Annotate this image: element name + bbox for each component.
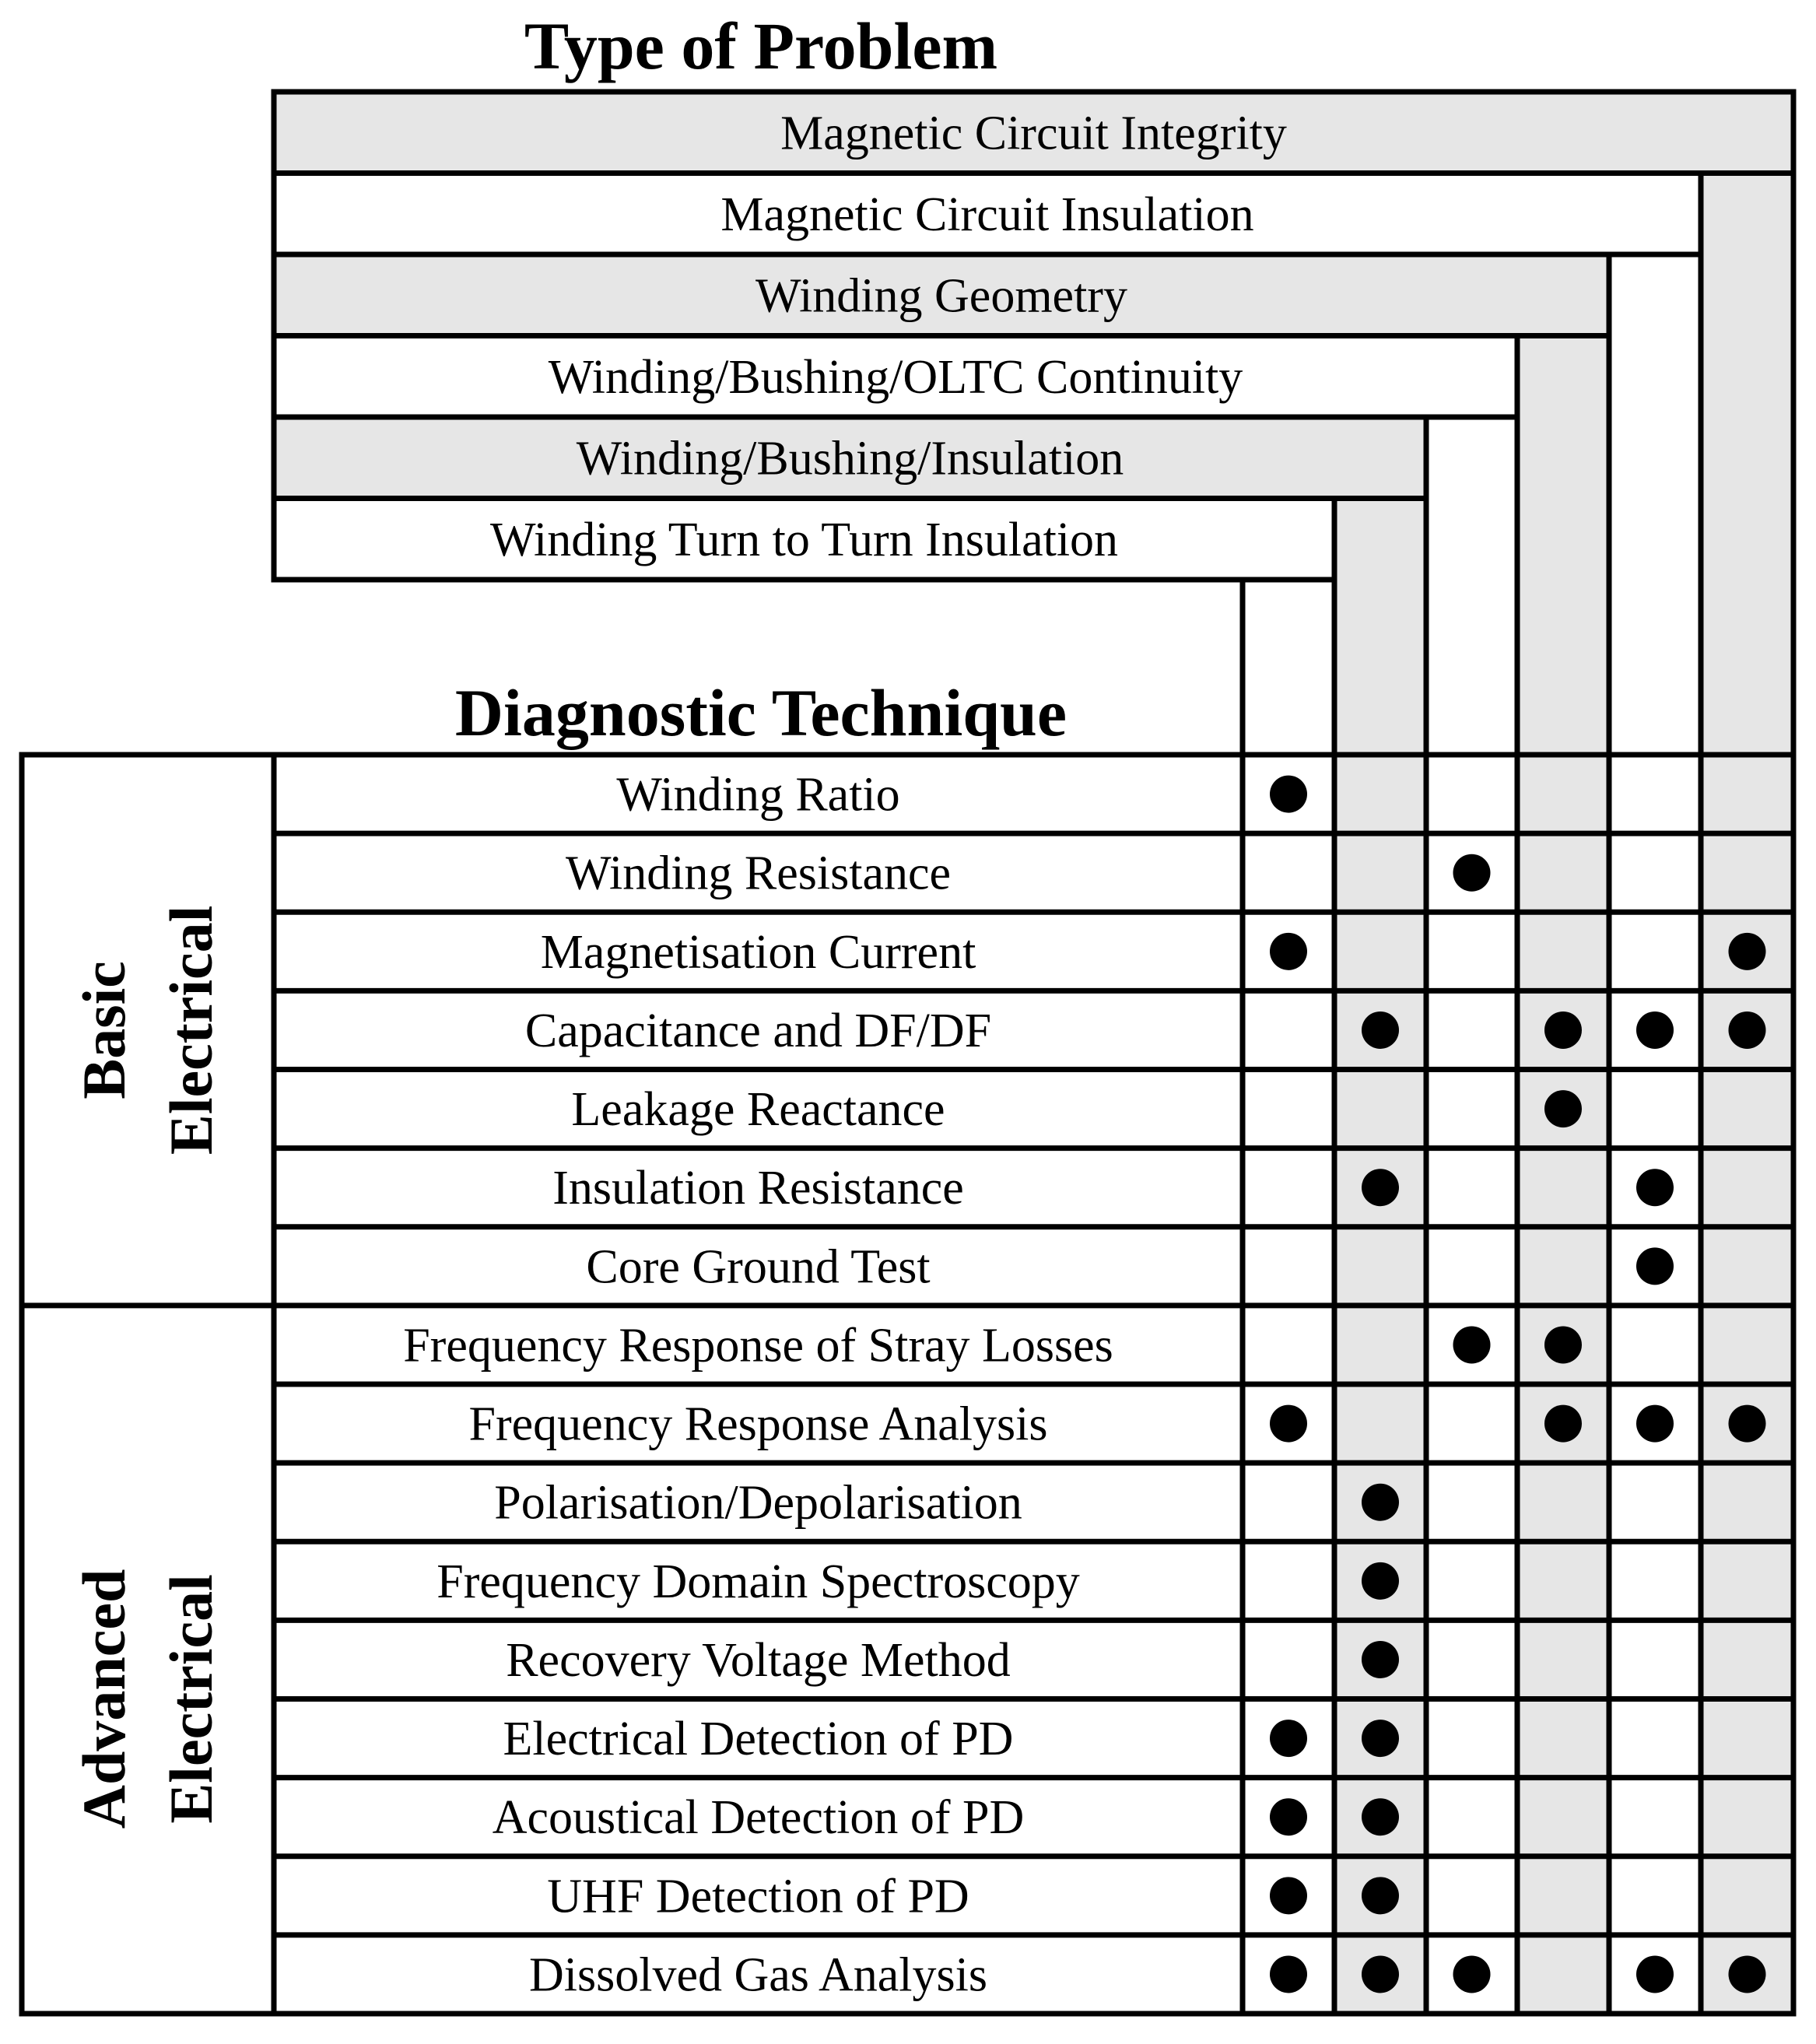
group-label-line: Electrical	[157, 1574, 225, 1824]
mark-dot	[1362, 1562, 1399, 1600]
mark-dot	[1636, 1247, 1674, 1285]
mark-dot	[1544, 1011, 1582, 1049]
header-band-shade	[274, 254, 1609, 336]
mark-dot	[1362, 1798, 1399, 1836]
mark-dot	[1544, 1404, 1582, 1443]
mark-dot	[1270, 1798, 1307, 1836]
mark-dot	[1362, 1483, 1399, 1521]
mark-dot	[1270, 1955, 1307, 1993]
mark-dot	[1636, 1955, 1674, 1993]
mark-dot	[1362, 1640, 1399, 1678]
technique-label: Leakage Reactance	[571, 1083, 945, 1136]
problem-label: Winding Turn to Turn Insulation	[490, 514, 1118, 566]
technique-label: Dissolved Gas Analysis	[529, 1948, 987, 2001]
group-label-line: Advanced	[70, 1569, 138, 1829]
technique-label: Electrical Detection of PD	[503, 1713, 1014, 1765]
mark-dot	[1362, 1955, 1399, 1993]
technique-label: Insulation Resistance	[552, 1162, 964, 1215]
technique-label: Core Ground Test	[586, 1240, 930, 1293]
mark-dot	[1728, 1404, 1766, 1443]
mark-dot	[1362, 1720, 1399, 1758]
group-label-line: Basic	[70, 961, 138, 1099]
technique-label: Polarisation/Depolarisation	[494, 1477, 1022, 1530]
column-shade	[1517, 254, 1609, 2014]
mark-dot	[1362, 1011, 1399, 1049]
mark-dot	[1636, 1404, 1674, 1443]
technique-label: Capacitance and DF/DF	[525, 1004, 991, 1057]
technique-label: Winding Ratio	[616, 769, 899, 822]
mark-dot	[1453, 1955, 1491, 1993]
technique-label: Recovery Voltage Method	[506, 1634, 1011, 1687]
mark-dot	[1453, 854, 1491, 892]
mark-dot	[1362, 1169, 1399, 1207]
mark-dot	[1270, 775, 1307, 813]
mark-dot	[1636, 1169, 1674, 1207]
diagnostic-technique-title: Diagnostic Technique	[455, 675, 1067, 750]
technique-label: UHF Detection of PD	[547, 1870, 969, 1923]
mark-dot	[1728, 1011, 1766, 1049]
problem-label: Magnetic Circuit Integrity	[780, 107, 1287, 160]
problem-label: Magnetic Circuit Insulation	[720, 188, 1253, 241]
mark-dot	[1270, 1404, 1307, 1443]
mark-dot	[1453, 1326, 1491, 1364]
technique-label: Acoustical Detection of PD	[493, 1791, 1025, 1844]
column-shade	[1334, 417, 1426, 2014]
technique-label: Frequency Response of Stray Losses	[403, 1319, 1113, 1372]
mark-dot	[1270, 1877, 1307, 1915]
mark-dot	[1270, 932, 1307, 970]
group-label-line: Electrical	[157, 906, 225, 1155]
mark-dot	[1270, 1720, 1307, 1758]
header-band-shade	[274, 92, 1793, 174]
group-label: Basic Electrical	[70, 906, 225, 1155]
problem-label: Winding Geometry	[755, 269, 1127, 322]
mark-dot	[1544, 1326, 1582, 1364]
type-of-problem-title: Type of Problem	[524, 9, 997, 83]
technique-label: Magnetisation Current	[541, 926, 976, 979]
mark-dot	[1362, 1877, 1399, 1915]
problem-label: Winding/Bushing/Insulation	[577, 432, 1124, 485]
mark-dot	[1728, 1955, 1766, 1993]
technique-label: Frequency Domain Spectroscopy	[436, 1555, 1079, 1608]
problem-label: Winding/Bushing/OLTC Continuity	[549, 351, 1243, 404]
column-shade	[1701, 173, 1793, 2014]
group-label: Advanced Electrical	[70, 1569, 225, 1829]
header-band-shade	[274, 417, 1426, 499]
technique-label: Frequency Response Analysis	[469, 1398, 1048, 1451]
mark-dot	[1728, 932, 1766, 970]
mark-dot	[1544, 1090, 1582, 1128]
technique-label: Winding Resistance	[566, 847, 951, 900]
mark-dot	[1636, 1011, 1674, 1049]
